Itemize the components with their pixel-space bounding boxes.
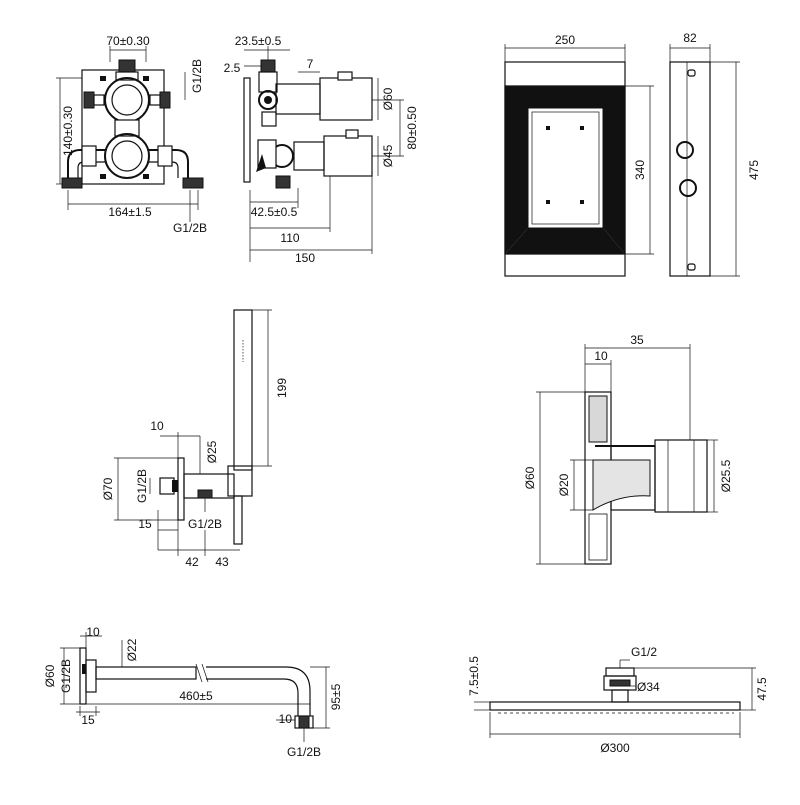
handshower-length-label: 199 [275,378,289,398]
valve-top-width-label: 70±0.30 [106,34,150,48]
head-thread-label: G1/2 [631,645,657,659]
valve-side-view: 23.5±0.5 2.5 7 Ø60 Ø45 80±0.50 42.5±0.5 … [224,34,419,265]
box-front-view: 250 340 [504,33,654,277]
valve-front-view: 70±0.30 140±0.30 G1/2B 164±1.5 G1/2B [56,34,207,235]
handshower-bottom-thread-label: G1/2B [188,517,222,531]
handshower-depth-label: 15 [138,517,152,531]
shower-head-view: G1/2 Ø34 7.5±0.5 47.5 Ø300 [467,645,769,755]
side-depth-mid-label: 110 [280,231,299,245]
head-diameter-label: Ø300 [600,741,630,755]
handshower-view: 199 10 Ø25 Ø70 G1/2B G1/2B 15 42 43 [101,309,289,569]
arm-thread-label: G1/2B [59,659,73,693]
handshower-outlet-dia-label: Ø25 [205,440,219,463]
handshower-offset-b-label: 43 [215,555,229,569]
side-spacing-label: 80±0.50 [405,106,419,150]
outlet-total-label: 35 [630,333,644,347]
side-dia-top-label: Ø60 [381,87,395,110]
outlet-flange-label: 10 [594,349,608,363]
handshower-left-thread-label: G1/2B [135,469,149,503]
arm-drop-label: 95±5 [329,683,343,710]
handshower-plate-dia-label: Ø70 [101,477,115,500]
arm-end-dim-label: 10 [279,712,293,726]
box-side-view: 82 475 [669,31,761,277]
handshower-offset-a-label: 42 [185,555,199,569]
arm-dia-label: Ø22 [125,638,139,661]
side-depth-max-label: 150 [295,251,315,265]
arm-plate-dia-label: Ø60 [43,664,57,687]
box-height-label: 340 [633,160,647,180]
side-left-gap-label: 2.5 [224,61,241,75]
arm-flange-label: 10 [86,625,100,639]
arm-depth-label: 15 [81,713,95,727]
outlet-section-view: 35 10 Ø60 Ø20 Ø25.5 [523,333,733,565]
side-top-offset-label: 23.5±0.5 [235,34,282,48]
head-thickness-label: 7.5±0.5 [467,656,481,696]
outlet-outer-dia-label: Ø25.5 [719,459,733,492]
valve-height-label: 140±0.30 [61,106,75,156]
shower-arm-view: 10 Ø22 Ø60 G1/2B 460±5 95±5 10 G1/2B 15 [43,625,343,759]
outlet-plate-dia-label: Ø60 [523,466,537,489]
arm-end-thread-label: G1/2B [287,745,321,759]
handshower-top-dim-label: 10 [150,419,164,433]
valve-bottom-thread-label: G1/2B [173,221,207,235]
valve-bottom-width-label: 164±1.5 [108,205,152,219]
head-height-label: 47.5 [755,677,769,701]
box-width-label: 250 [555,33,575,47]
side-knob-offset-label: 7 [307,57,314,71]
arm-length-label: 460±5 [179,689,213,703]
box-side-width-label: 82 [683,31,697,45]
valve-right-thread-label: G1/2B [190,59,204,93]
outlet-inner-dia-label: Ø20 [557,473,571,496]
head-nut-label: Ø34 [637,680,660,694]
side-depth-min-label: 42.5±0.5 [251,205,298,219]
box-side-height-label: 475 [747,160,761,180]
